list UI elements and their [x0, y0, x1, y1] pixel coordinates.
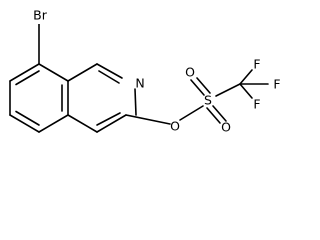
bond-c8a-c1	[67, 63, 98, 82]
bond-c8-c8a	[38, 63, 69, 82]
atom-f-right: F	[273, 77, 280, 92]
bond-s-c	[215, 83, 241, 97]
bond-c7-c8	[9, 63, 40, 82]
bond-c4-c4a	[67, 114, 98, 133]
bond-c1-n2-inner	[98, 70, 120, 84]
bond-c5-c6-inner	[15, 110, 40, 126]
bond-c3-c4	[96, 114, 127, 133]
atom-n: N	[135, 76, 144, 91]
bond-c3-o	[125, 114, 171, 125]
atom-f-top: F	[253, 57, 260, 72]
bond-s-o-bottom-a	[206, 107, 221, 124]
bond-c5-c6	[9, 114, 40, 133]
atom-o-top: O	[185, 65, 195, 80]
bond-c1-n2	[96, 63, 123, 79]
structure-canvas: Br N O S O O F F F	[9, 8, 281, 135]
bond-c4a-c5	[38, 114, 69, 133]
bond-o-s	[179, 105, 204, 121]
bond-c-f-top	[239, 69, 253, 85]
bonds	[9, 23, 269, 133]
atom-o-bottom: O	[221, 120, 231, 135]
atom-f-bottom: F	[253, 97, 260, 112]
bond-s-o-top-a	[190, 79, 205, 96]
bond-c3-c4-inner	[96, 112, 121, 126]
bond-c7-c8-inner	[15, 70, 40, 86]
atom-s: S	[204, 93, 212, 108]
structure-diagram: Br N O S O O F F F	[9, 8, 281, 135]
bond-s-o-bottom-b	[212, 105, 227, 122]
atom-labels: Br N O S O O F F F	[30, 8, 281, 135]
bond-c-f-bottom	[239, 83, 253, 99]
bond-s-o-top-b	[196, 77, 211, 94]
atom-o-ether: O	[170, 119, 180, 134]
bond-n2-c3	[134, 88, 137, 116]
atom-br: Br	[33, 8, 48, 23]
